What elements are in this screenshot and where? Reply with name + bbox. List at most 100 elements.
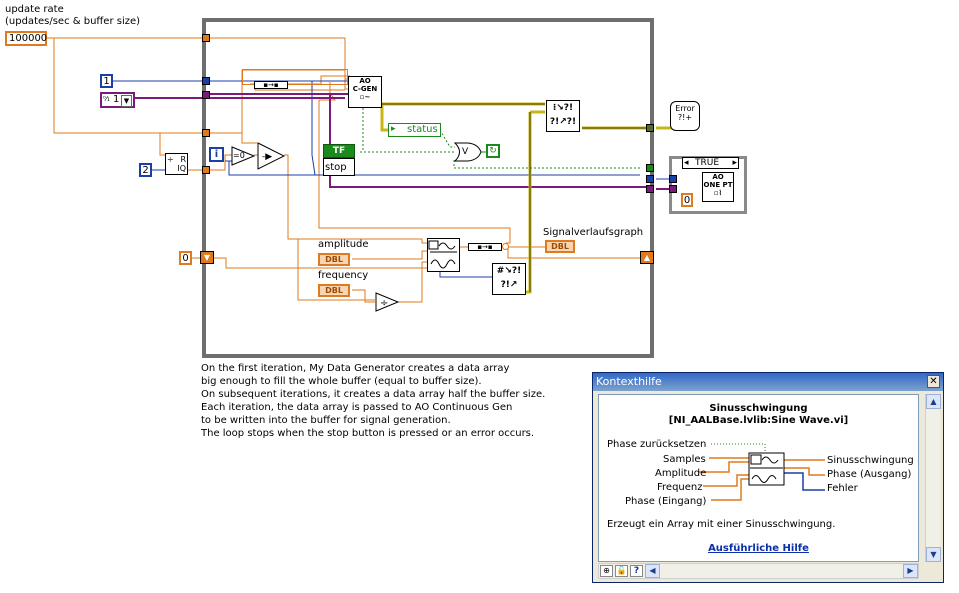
help-description: Erzeugt ein Array mit einer Sinusschwing…: [607, 519, 836, 530]
or-node[interactable]: [454, 142, 482, 162]
comment-line: On subsequent iterations, it creates a d…: [201, 389, 546, 400]
case-selector[interactable]: ◂ TRUE ▸: [682, 157, 739, 169]
svg-text:÷: ÷: [380, 298, 388, 309]
comment-line: On the first iteration, My Data Generato…: [201, 363, 510, 374]
comment-line: The loop stops when the stop button is p…: [201, 428, 535, 439]
io-icon: ⁰⁄₁: [103, 95, 110, 103]
error-cluster-icon: #↘?!?!↗: [496, 266, 522, 290]
comment-line: big enough to fill the whole buffer (equ…: [201, 376, 482, 387]
frequency-label: frequency: [318, 270, 369, 281]
merge-errors-icon: ⁝↘?!?!↗?!: [549, 103, 577, 127]
equal-zero-node[interactable]: [231, 146, 255, 166]
help-output-label: Fehler: [827, 483, 858, 494]
scroll-right-icon[interactable]: ▶: [903, 564, 918, 578]
close-icon[interactable]: ✕: [927, 375, 940, 388]
arrow-right-icon: ▸: [391, 124, 396, 134]
help-input-label: Phase (Eingang): [625, 496, 707, 507]
equal-zero-label: =0: [233, 151, 245, 160]
detailed-help-link[interactable]: Ausführliche Hilfe: [708, 543, 809, 554]
context-help-window[interactable]: Kontexthilfe ✕ Sinusschwingung [NI_AALBa…: [592, 372, 944, 583]
divisor-constant[interactable]: 2: [139, 163, 152, 177]
build-array-node: ▪→▪: [468, 243, 502, 251]
sine-wave-vi-node[interactable]: [427, 238, 460, 272]
tunnel-device: [202, 91, 210, 99]
stop-button-terminal[interactable]: TF: [323, 144, 355, 158]
sine-wave-icon: [428, 240, 457, 269]
shift-init-value: 0: [182, 253, 189, 264]
simple-error-handler-node[interactable]: Error ?!+: [670, 101, 700, 131]
onept-label-1: AO: [712, 173, 724, 181]
graph-dbl-tag: DBL: [551, 242, 569, 251]
case-next-icon[interactable]: ▸: [732, 158, 737, 168]
help-input-label: Frequenz: [657, 482, 703, 493]
case-tunnel-refnum: [669, 185, 677, 193]
context-help-title: Kontexthilfe: [596, 375, 662, 388]
tunnel-rate: [202, 129, 210, 137]
scroll-down-icon[interactable]: ▼: [926, 547, 941, 562]
tunnel-bool-out: [646, 164, 654, 172]
case-tunnel-int: [669, 175, 677, 183]
horizontal-scrollbar[interactable]: ⊕ 🔓 ? ◀ ▶: [598, 563, 919, 579]
device-ring-value: 1: [112, 94, 120, 105]
help-input-label: Samples: [663, 454, 706, 465]
amplitude-terminal[interactable]: DBL: [318, 253, 350, 266]
error-cluster-node[interactable]: #↘?!?!↗: [492, 263, 526, 295]
help-input-label: Phase zurücksetzen: [607, 439, 707, 450]
frequency-terminal[interactable]: DBL: [318, 284, 350, 297]
device-ring[interactable]: ⁰⁄₁ 1 ▼: [100, 92, 135, 108]
error-icon: ?!+: [677, 113, 693, 122]
shift-init-constant[interactable]: 0: [179, 251, 192, 265]
select-node[interactable]: -▶: [257, 142, 285, 170]
tunnel-error-out: [646, 124, 654, 132]
merge-errors-node[interactable]: ⁝↘?!?!↗?!: [546, 100, 580, 132]
tunnel-int-out: [646, 175, 654, 183]
help-icon[interactable]: ?: [630, 565, 643, 577]
cgen-label-1: AO: [359, 77, 371, 85]
help-output-label: Sinusschwingung: [827, 455, 914, 466]
divisor-value: 2: [142, 165, 149, 176]
graph-label: Signalverlaufsgraph: [543, 227, 644, 238]
case-selector-value: TRUE: [695, 158, 720, 168]
context-help-content: Sinusschwingung [NI_AALBase.lvlib:Sine W…: [598, 394, 919, 562]
update-rate-control[interactable]: 100000: [5, 31, 47, 46]
amplitude-dbl-tag: DBL: [325, 255, 343, 264]
update-rate-sublabel: (updates/sec & buffer size): [5, 16, 141, 27]
status-unbundle-node[interactable]: ▸ status: [388, 123, 441, 137]
scroll-up-icon[interactable]: ▲: [926, 394, 941, 409]
update-rate-label: update rate: [5, 4, 64, 15]
tunnel-divisor: [202, 166, 210, 174]
onept-const-value: 0: [683, 195, 691, 206]
cgen-label-2: C-GEN: [352, 85, 378, 93]
divide-node[interactable]: ÷: [375, 292, 399, 312]
comment-line: to be written into the buffer for signal…: [201, 415, 451, 426]
error-label: Error: [675, 104, 695, 113]
onept-constant[interactable]: 0: [681, 193, 693, 207]
loop-condition-icon: ↻: [486, 144, 500, 158]
tunnel-refnum-out: [646, 185, 654, 193]
quotient-remainder-icon: ÷R: [167, 155, 186, 164]
ao-one-point-node[interactable]: AO ONE PT ▫⌇: [702, 172, 734, 202]
help-output-label: Phase (Ausgang): [827, 469, 912, 480]
iteration-terminal: i: [209, 147, 224, 162]
array-size-node: ▪→▪: [254, 81, 288, 89]
lock-icon[interactable]: 🔓: [615, 565, 628, 577]
vertical-scrollbar[interactable]: ▲ ▼: [925, 394, 941, 562]
amplitude-label: amplitude: [318, 239, 369, 250]
iteration-label: i: [214, 149, 219, 160]
context-help-titlebar[interactable]: Kontexthilfe ✕: [593, 373, 943, 391]
chevron-down-icon[interactable]: ▼: [121, 95, 132, 107]
scroll-left-icon[interactable]: ◀: [645, 564, 660, 578]
or-label: V: [462, 147, 469, 157]
case-prev-icon[interactable]: ◂: [684, 158, 689, 168]
waveform-graph-terminal[interactable]: DBL: [545, 240, 575, 253]
show-optional-terminals-icon[interactable]: ⊕: [600, 565, 613, 577]
shift-register-left: ▼: [200, 251, 214, 264]
svg-text:-▶: -▶: [262, 152, 272, 162]
channel-constant[interactable]: 1: [100, 74, 113, 88]
help-connector-diagram: [699, 443, 825, 501]
ao-continuous-gen-node[interactable]: AO C-GEN ▫~: [348, 76, 382, 108]
frequency-dbl-tag: DBL: [325, 286, 343, 295]
help-input-label: Amplitude: [655, 468, 707, 479]
quotient-remainder-node[interactable]: ÷R IQ: [165, 153, 188, 175]
